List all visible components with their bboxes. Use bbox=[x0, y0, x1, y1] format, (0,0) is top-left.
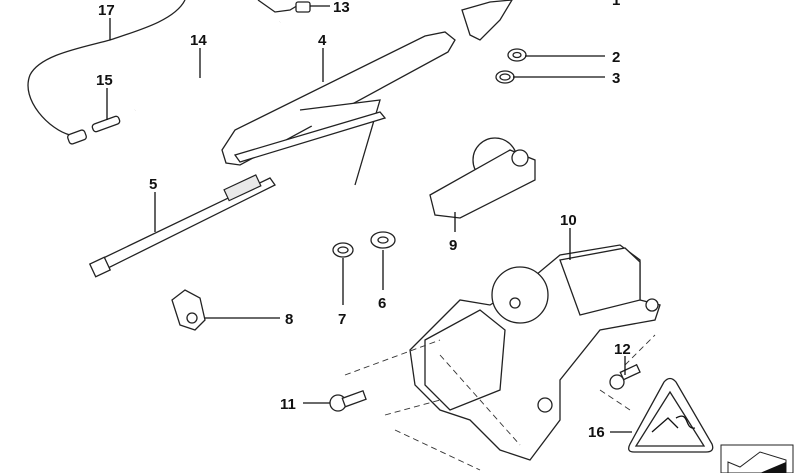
part-11-bolt bbox=[329, 389, 367, 412]
part-16-warning-label bbox=[628, 377, 714, 453]
part-7-ring bbox=[332, 242, 354, 258]
callout-4: 4 bbox=[318, 32, 327, 49]
callout-9: 9 bbox=[449, 237, 457, 254]
part-10-wiper-motor bbox=[409, 244, 661, 461]
view-direction-icon bbox=[720, 444, 794, 473]
callout-2: 2 bbox=[612, 49, 620, 66]
callout-6: 6 bbox=[378, 295, 386, 312]
callout-14: 14 bbox=[190, 32, 207, 49]
callout-16: 16 bbox=[588, 424, 605, 441]
part-12-bolt bbox=[609, 363, 641, 390]
part-5-wiper-blade bbox=[88, 174, 276, 278]
part-4-wiper-arm bbox=[221, 31, 456, 186]
callout-3: 3 bbox=[612, 70, 620, 87]
callout-10: 10 bbox=[560, 212, 577, 229]
part-13-connector bbox=[257, 0, 311, 13]
part-2-washer bbox=[507, 48, 527, 62]
part-3-ring bbox=[495, 70, 515, 84]
callout-5: 5 bbox=[149, 176, 157, 193]
callout-17: 17 bbox=[98, 2, 115, 19]
part-9-drive-unit bbox=[429, 137, 536, 219]
part-6-ring bbox=[370, 231, 396, 249]
part-14-hose bbox=[133, 21, 282, 111]
part-1-cover-cap bbox=[461, 0, 513, 41]
callout-13: 13 bbox=[333, 0, 350, 16]
callout-11: 11 bbox=[280, 396, 296, 413]
callout-15: 15 bbox=[96, 72, 113, 89]
part-8-grommet bbox=[171, 289, 206, 331]
leader-lines bbox=[106, 5, 632, 433]
callout-1: 1 bbox=[612, 0, 620, 9]
callout-12: 12 bbox=[614, 341, 631, 358]
callout-7: 7 bbox=[338, 311, 346, 328]
part-15-nozzle bbox=[67, 115, 121, 145]
part-17-washer-hose bbox=[27, 0, 186, 136]
callout-8: 8 bbox=[285, 311, 293, 328]
